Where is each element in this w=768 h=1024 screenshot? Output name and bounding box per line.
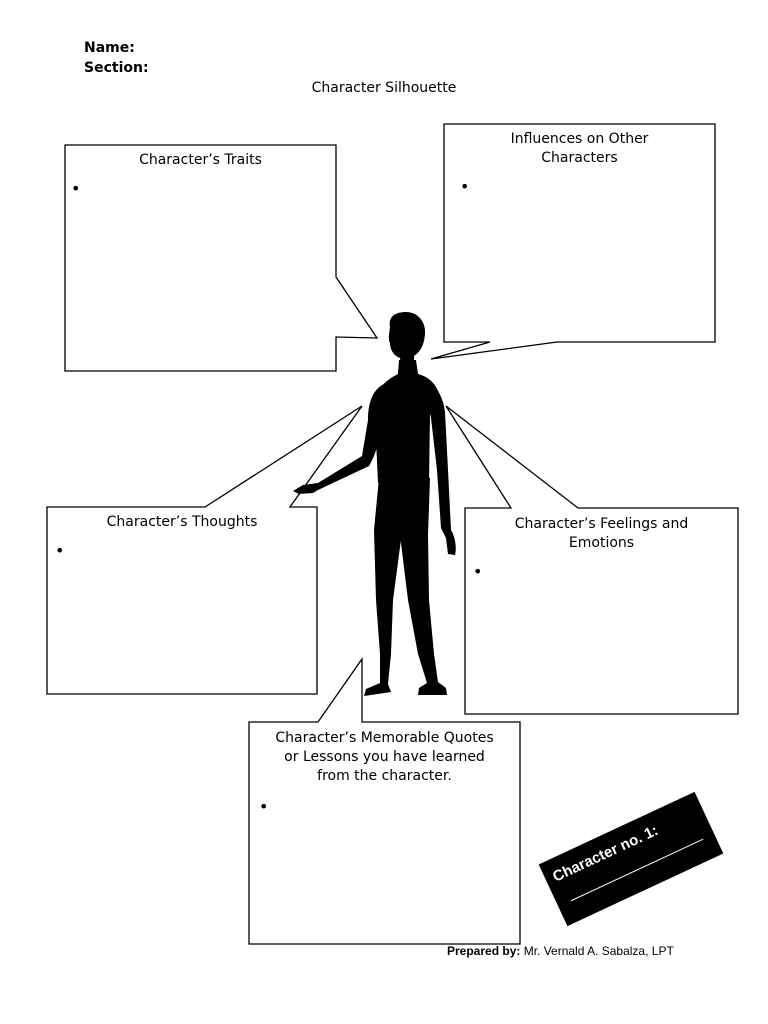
person-silhouette-icon — [293, 312, 456, 696]
feelings-bubble — [445, 405, 739, 715]
influences-title-line1: Influences on Other — [510, 131, 649, 147]
thoughts-bubble — [46, 405, 363, 695]
feelings-title: Character’s Feelings and Emotions — [465, 515, 738, 553]
thoughts-title: Character’s Thoughts — [106, 514, 258, 530]
traits-title: Character’s Traits — [139, 152, 262, 168]
traits-bubble — [64, 144, 379, 372]
quotes-title-line1: Character’s Memorable Quotes — [275, 730, 494, 746]
quotes-title-line3: from the character. — [317, 768, 452, 784]
feelings-bullet: • — [473, 562, 483, 581]
section-label: Section: — [84, 60, 149, 76]
prepared-by-label: Prepared by: — [447, 944, 521, 958]
feelings-title-line1: Character’s Feelings and — [514, 516, 689, 532]
influences-bubble — [430, 123, 716, 360]
quotes-title-line2: or Lessons you have learned — [284, 749, 485, 765]
influences-title-line2: Characters — [541, 150, 618, 166]
quotes-bullet: • — [259, 797, 269, 816]
page-title: Character Silhouette — [311, 80, 457, 96]
influences-title: Influences on Other Characters — [444, 130, 715, 168]
prepared-by: Prepared by: Mr. Vernald A. Sabalza, LPT — [447, 944, 674, 958]
feelings-title-line2: Emotions — [568, 535, 635, 551]
prepared-by-author: Mr. Vernald A. Sabalza, LPT — [520, 944, 674, 958]
name-label: Name: — [84, 40, 135, 56]
quotes-bubble — [248, 656, 521, 945]
quotes-title: Character’s Memorable Quotes or Lessons … — [249, 729, 520, 786]
traits-bullet: • — [71, 179, 81, 198]
influences-bullet: • — [460, 177, 470, 196]
thoughts-bullet: • — [55, 541, 65, 560]
